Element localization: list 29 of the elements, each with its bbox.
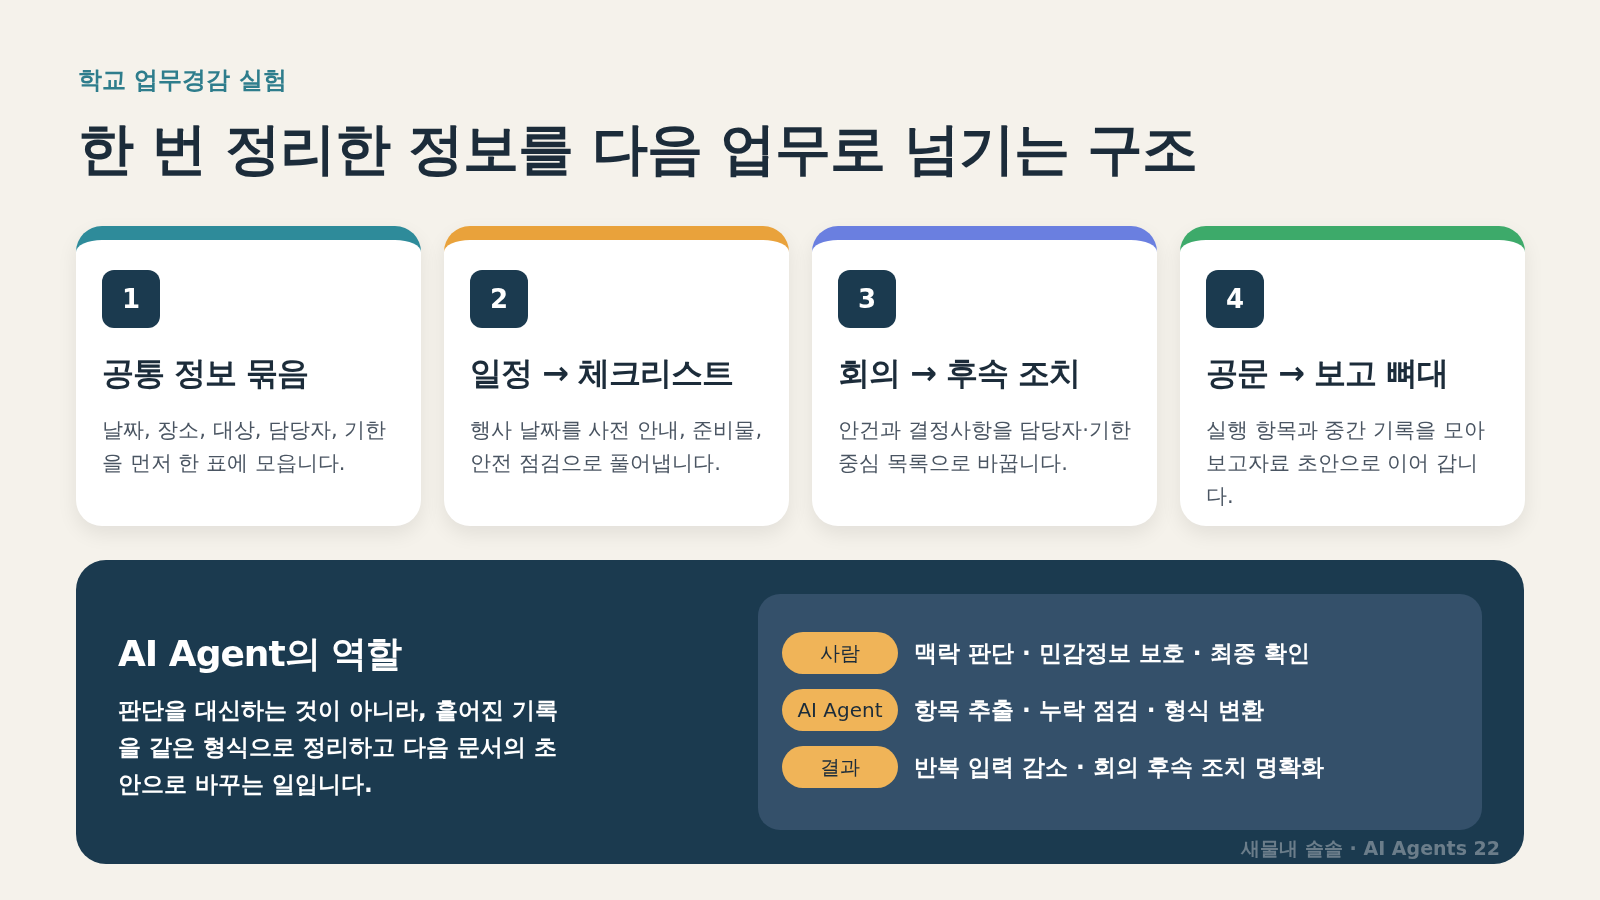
step-description: 실행 항목과 중간 기록을 모아 보고자료 초안으로 이어 갑니다. — [1206, 417, 1486, 510]
footer-text: 새물내 솔솔 · AI Agents 22 — [1241, 836, 1500, 861]
summary-panel — [76, 560, 1524, 864]
role-description: 항목 추출 · 누락 점검 · 형식 변환 — [914, 695, 1264, 725]
step-title: 공문 → 보고 뼈대 — [1206, 353, 1450, 394]
role-tag: 결과 — [782, 746, 898, 788]
step-number: 3 — [838, 270, 896, 328]
kicker-text: 학교 업무경감 실험 — [78, 65, 287, 96]
page-title: 한 번 정리한 정보를 다음 업무로 넘기는 구조 — [78, 115, 1198, 183]
step-card — [444, 226, 789, 526]
role-panel — [758, 594, 1482, 830]
step-card — [1180, 226, 1525, 526]
step-title: 회의 → 후속 조치 — [838, 353, 1082, 394]
step-number: 2 — [470, 270, 528, 328]
step-title: 일정 → 체크리스트 — [470, 353, 735, 394]
step-card — [812, 226, 1157, 526]
panel-description: 판단을 대신하는 것이 아니라, 흩어진 기록을 같은 형식으로 정리하고 다음 문서의 초안으로 바꾸는 일입니다. — [118, 696, 558, 799]
step-description: 날짜, 장소, 대상, 담당자, 기한을 먼저 한 표에 모읍니다. — [102, 417, 388, 477]
step-number: 4 — [1206, 270, 1264, 328]
step-number: 1 — [102, 270, 160, 328]
step-title: 공통 정보 묶음 — [102, 353, 310, 394]
role-tag: AI Agent — [782, 689, 898, 731]
role-tag: 사람 — [782, 632, 898, 674]
panel-title: AI Agent의 역할 — [118, 632, 402, 676]
role-description: 반복 입력 감소 · 회의 후속 조치 명확화 — [914, 752, 1324, 782]
role-description: 맥락 판단 · 민감정보 보호 · 최종 확인 — [914, 638, 1310, 668]
step-description: 행사 날짜를 사전 안내, 준비물, 안전 점검으로 풀어냅니다. — [470, 417, 764, 477]
step-card — [76, 226, 421, 526]
step-description: 안건과 결정사항을 담당자·기한 중심 목록으로 바꿉니다. — [838, 417, 1133, 477]
